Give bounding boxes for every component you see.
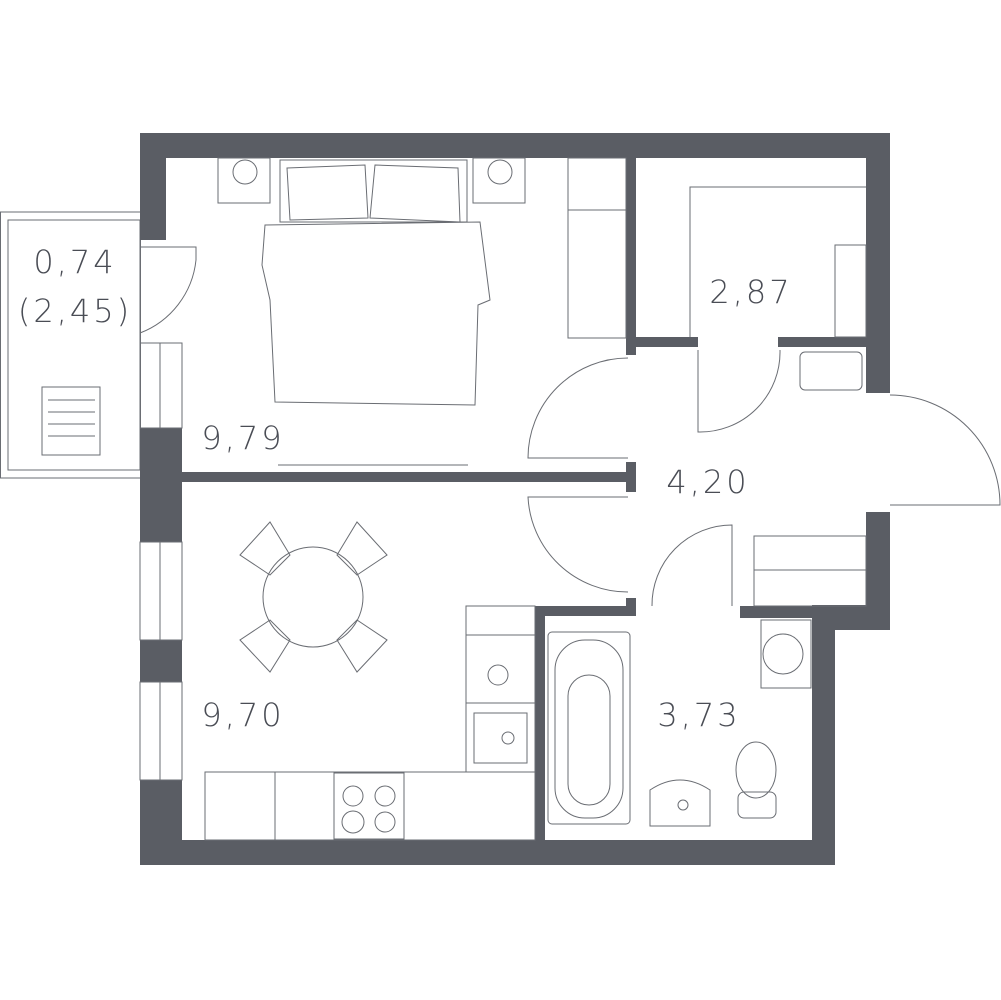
- wardrobe-bedroom: [567, 157, 627, 339]
- dining-table: [239, 521, 388, 673]
- hallway-area-label: 4,20: [666, 463, 750, 501]
- walls: [140, 133, 890, 865]
- windows: [139, 342, 183, 781]
- bed: [217, 157, 526, 406]
- kitchen-area-label: 9,70: [201, 696, 285, 734]
- toilet: [735, 741, 777, 819]
- bathtub: [547, 631, 631, 825]
- wardrobe-shelves: [689, 186, 867, 391]
- sink: [649, 779, 711, 827]
- bedroom-area-label: 9,79: [201, 419, 285, 457]
- doors: [139, 246, 1001, 607]
- kitchen-counter: [204, 605, 536, 841]
- balcony-chair: [41, 386, 101, 456]
- balcony-area-label: 0,74: [33, 243, 117, 281]
- hallway-wardrobe: [753, 535, 867, 607]
- balcony-full-area-label: (2,45): [17, 292, 133, 330]
- wardrobe-area-label: 2,87: [709, 273, 793, 311]
- washing-machine: [760, 619, 812, 689]
- bathroom-area-label: 3,73: [657, 696, 741, 734]
